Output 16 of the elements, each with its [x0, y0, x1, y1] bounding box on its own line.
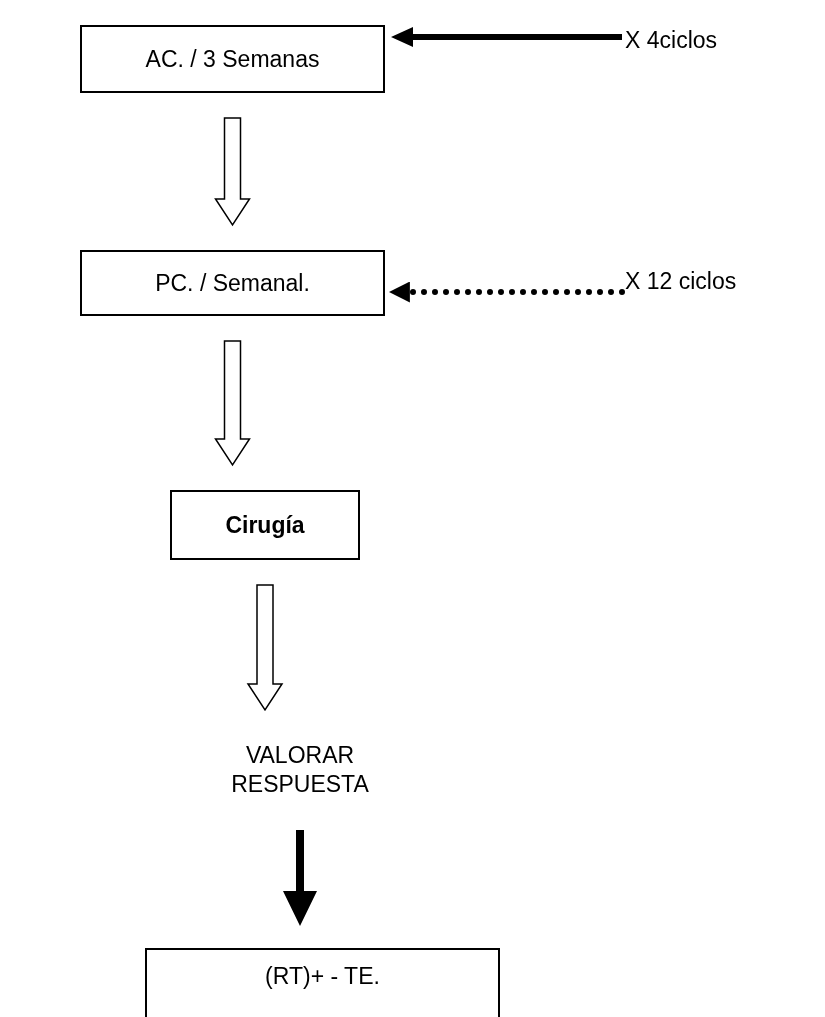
arrow [214, 117, 251, 227]
arrow [388, 281, 625, 303]
arrow [391, 27, 622, 47]
arrow [283, 830, 317, 926]
process-box [170, 490, 360, 560]
box-label: PC. / Semanal. [155, 268, 310, 298]
step-label: VALORAR RESPUESTA [180, 735, 420, 805]
arrow [214, 340, 251, 467]
step-label: X 12 ciclos [625, 262, 815, 300]
box-label: Cirugía [225, 510, 305, 540]
arrow [246, 584, 284, 712]
box-label: (RT)+ - TE. [265, 962, 380, 991]
process-box [80, 25, 385, 93]
step-label: X 4ciclos [625, 20, 805, 60]
box-label: AC. / 3 Semanas [145, 44, 320, 74]
process-box [80, 250, 385, 316]
